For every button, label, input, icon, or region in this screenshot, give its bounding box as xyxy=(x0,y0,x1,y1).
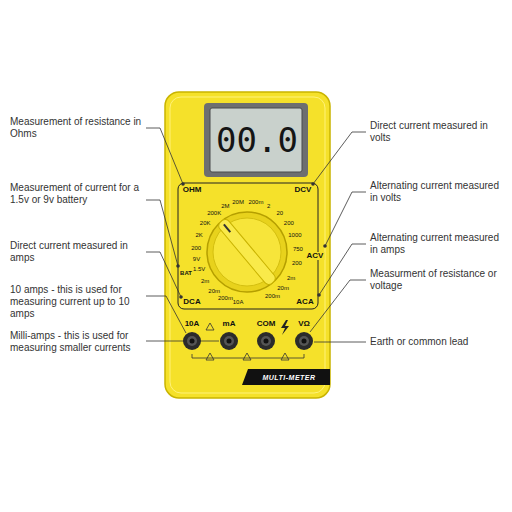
jack-label: COM xyxy=(256,320,277,328)
range-label: 200 xyxy=(291,260,303,266)
range-label: 1.5V xyxy=(192,266,206,272)
mode-label: DCV xyxy=(294,186,313,194)
range-label: 200m xyxy=(264,293,281,299)
mode-label: OHM xyxy=(182,186,203,194)
mode-label: ACA xyxy=(295,298,314,306)
range-label: 20 xyxy=(275,210,284,216)
range-label: 10A xyxy=(232,299,245,305)
range-label: 9V xyxy=(192,256,201,262)
range-label: 200m xyxy=(217,295,234,301)
range-label: 2K xyxy=(194,232,203,238)
callout-text: Earth or common lead xyxy=(370,336,504,348)
callout-text: Direct current measured in volts xyxy=(370,120,504,144)
callout-text: 10 amps - this is used for measuring cur… xyxy=(10,284,144,320)
callout-text: Alternating current measured in volts xyxy=(370,180,504,204)
mode-label: DCA xyxy=(182,298,201,306)
range-label: 2 xyxy=(266,203,271,209)
range-label: 200 xyxy=(190,245,202,251)
callout-text: Measurment of resistance or voltage xyxy=(370,268,504,292)
range-label: 20m xyxy=(207,288,221,294)
callout-text: Direct current measured in amps xyxy=(10,240,144,264)
jack-label: mA xyxy=(222,320,237,328)
display-digits: 00.0 xyxy=(216,123,298,157)
range-label: 20K xyxy=(199,220,212,226)
callout-text: Alternating current measured in amps xyxy=(370,232,504,256)
callout-text: Measurement of resistance in Ohms xyxy=(10,116,144,140)
range-label: 2m xyxy=(286,275,296,281)
mode-label: ACV xyxy=(306,252,325,260)
range-label: 750 xyxy=(292,246,304,252)
range-label: 2M xyxy=(220,203,230,209)
lcd-display: 00.0 xyxy=(212,110,302,170)
jack-label: VΩ xyxy=(297,320,311,328)
jack-label: 10A xyxy=(184,320,201,328)
mode-label: BAT xyxy=(179,270,193,276)
callout-text: Milli-amps - this is used for measuring … xyxy=(10,330,144,354)
range-label: 200m xyxy=(247,199,264,205)
brand-label: MULTI-METER xyxy=(261,374,316,381)
range-label: 1000 xyxy=(287,232,302,238)
range-label: 200 xyxy=(283,220,295,226)
range-label: 20M xyxy=(231,199,245,205)
range-label: 2m xyxy=(200,278,210,284)
range-label: 20m xyxy=(276,285,290,291)
range-label: 200K xyxy=(206,210,222,216)
callout-text: Measurement of current for a 1.5v or 9v … xyxy=(10,182,144,206)
